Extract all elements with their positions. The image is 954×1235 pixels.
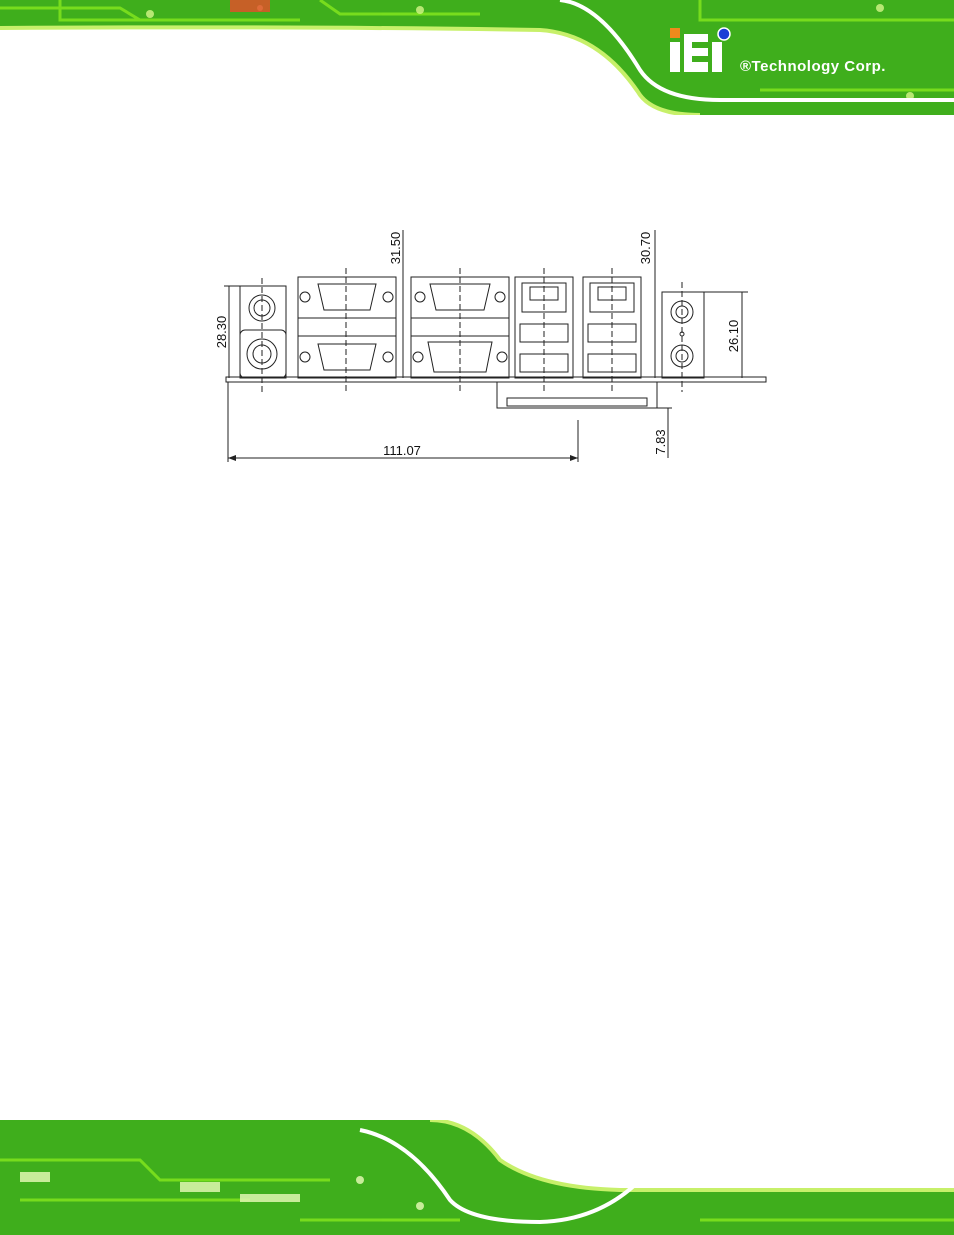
dim-7-83: 7.83 (653, 429, 668, 454)
dim-30-70: 30.70 (638, 232, 653, 265)
audio-jack-block (662, 292, 704, 378)
dim-28-30: 28.30 (214, 316, 229, 349)
footer-banner (0, 1120, 954, 1235)
dim-26-10: 26.10 (726, 320, 741, 353)
dim-111-07: 111.07 (383, 443, 421, 458)
dim-31-50: 31.50 (388, 232, 403, 265)
pcb-footer-graphic (0, 1120, 954, 1235)
underside-header (497, 382, 657, 408)
serial-port-block (298, 277, 396, 378)
